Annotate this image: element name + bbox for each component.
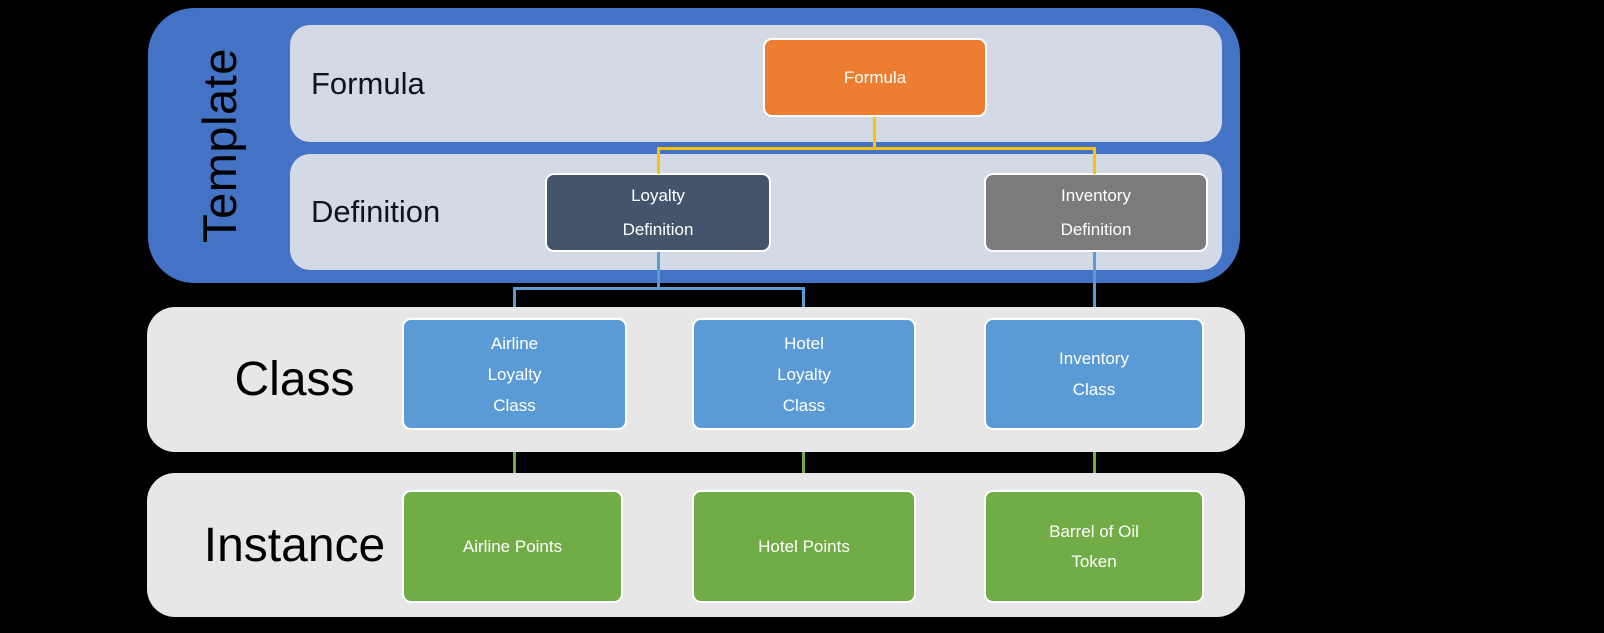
formula-row-label: Formula bbox=[311, 65, 425, 101]
definition-row-label: Definition bbox=[311, 194, 441, 229]
barrel-of-oil-token-node: Barrel of Oil Token bbox=[984, 490, 1204, 603]
node-label-line: Token bbox=[1071, 551, 1117, 571]
node-label-line: Definition bbox=[1060, 219, 1132, 239]
node-label-line: Class bbox=[782, 395, 826, 415]
node-label-line: Airline bbox=[490, 333, 539, 353]
inventory-definition-node: Inventory Definition bbox=[984, 173, 1208, 252]
class-band-label: Class bbox=[234, 353, 355, 406]
connector-inventory-definition-to-inventory-class bbox=[1093, 252, 1096, 318]
node-label-line: Hotel bbox=[784, 333, 824, 353]
airline-points-node: Airline Points bbox=[402, 490, 623, 603]
connector-formula-stem bbox=[873, 117, 876, 148]
inventory-class-node: Inventory Class bbox=[984, 318, 1204, 430]
node-label-line: Inventory bbox=[1061, 185, 1131, 205]
airline-loyalty-class-node: Airline Loyalty Class bbox=[402, 318, 627, 430]
connector-loyalty-definition-stem bbox=[657, 252, 660, 288]
node-label-line: Inventory bbox=[1059, 349, 1129, 368]
connector-formula-to-inventory-definition bbox=[1093, 147, 1096, 174]
connector-hotel-class-to-hotel-points bbox=[802, 430, 805, 490]
formula-row: Formula Formula bbox=[290, 25, 1222, 142]
definition-row: Definition Loyalty Definition Inventory … bbox=[290, 154, 1222, 270]
node-label-line: Hotel Points bbox=[758, 536, 850, 556]
class-band-label-wrap: Class bbox=[147, 307, 442, 452]
node-label-line: Loyalty bbox=[777, 364, 831, 384]
node-label-line: Class bbox=[493, 395, 536, 415]
node-label-line: Barrel of Oil bbox=[1049, 521, 1139, 541]
connector-formula-to-loyalty-definition bbox=[657, 147, 660, 174]
hotel-points-node: Hotel Points bbox=[692, 490, 916, 603]
loyalty-definition-node: Loyalty Definition bbox=[545, 173, 771, 252]
node-label-line: Class bbox=[1072, 380, 1116, 399]
template-group-label: Template bbox=[192, 48, 246, 243]
template-group-label-wrap: Template bbox=[148, 8, 290, 283]
formula-node-label: Formula bbox=[843, 67, 907, 87]
hotel-loyalty-class-node: Hotel Loyalty Class bbox=[692, 318, 916, 430]
formula-node: Formula bbox=[763, 38, 987, 117]
template-group: Template Formula Formula Definition Loya… bbox=[148, 8, 1240, 283]
instance-band-label: Instance bbox=[203, 518, 386, 572]
node-label-line: Definition bbox=[622, 219, 694, 239]
node-label-line: Loyalty bbox=[487, 364, 542, 384]
connector-loyalty-definition-branch bbox=[513, 287, 805, 290]
node-label-line: Airline Points bbox=[462, 536, 563, 556]
class-band: Class Airline Loyalty Class Hotel Loyalt… bbox=[147, 307, 1245, 452]
connector-formula-branch bbox=[658, 147, 1096, 150]
connector-airline-class-to-airline-points bbox=[513, 430, 516, 490]
node-label-line: Loyalty bbox=[631, 185, 685, 205]
instance-band-label-wrap: Instance bbox=[147, 473, 442, 617]
connector-to-airline-loyalty-class bbox=[513, 287, 516, 318]
instance-band: Instance Airline Points Hotel Points Bar… bbox=[147, 473, 1245, 617]
connector-to-hotel-loyalty-class bbox=[802, 287, 805, 318]
connector-inventory-class-to-barrel-token bbox=[1093, 430, 1096, 490]
